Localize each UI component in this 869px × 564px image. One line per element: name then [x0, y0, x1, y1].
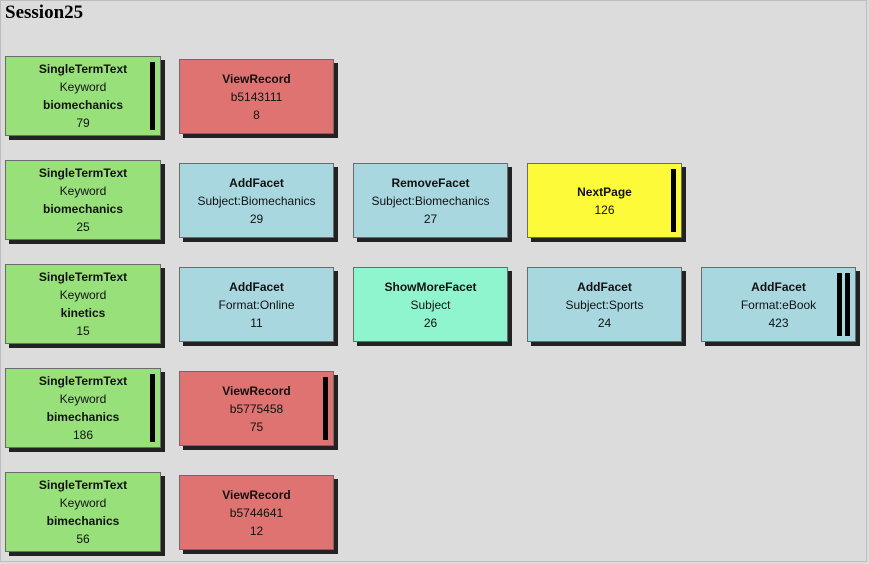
action-name: ViewRecord [222, 71, 291, 86]
action-name: ViewRecord [222, 383, 291, 398]
search-term: biomechanics [42, 202, 124, 216]
action-detail: Keyword [59, 80, 107, 94]
action-count: 75 [249, 419, 264, 434]
search-term: bimechanics [46, 514, 120, 528]
action-name: RemoveFacet [391, 175, 470, 190]
action-name: NextPage [577, 184, 632, 199]
end-marker [671, 169, 676, 232]
action-name: SingleTermText [38, 478, 128, 492]
action-name: AddFacet [751, 279, 806, 294]
action-detail: Keyword [59, 184, 107, 198]
action-node-nextpage: NextPage 126 [527, 163, 682, 238]
action-detail: Format:Online [218, 297, 295, 312]
action-node-viewrecord: ViewRecord b5775458 75 [179, 371, 334, 446]
action-count: 56 [76, 532, 90, 546]
action-count: 24 [597, 315, 612, 330]
action-detail: b5143111 [230, 89, 283, 104]
action-count: 15 [76, 324, 90, 338]
end-marker [837, 273, 850, 336]
action-detail: Keyword [59, 288, 107, 302]
action-name: AddFacet [577, 279, 632, 294]
search-term: biomechanics [42, 98, 124, 112]
action-detail: Subject [410, 297, 451, 312]
action-node-viewrecord: ViewRecord b5744641 12 [179, 475, 334, 550]
end-marker-bar [150, 374, 155, 442]
action-count: 25 [76, 220, 90, 234]
action-count: 29 [249, 211, 264, 226]
end-marker [150, 374, 155, 442]
action-name: AddFacet [229, 175, 284, 190]
end-marker-bar [150, 62, 155, 130]
end-marker-bar [845, 273, 850, 336]
end-marker-bar [837, 273, 842, 336]
end-marker [150, 62, 155, 130]
action-detail: Subject:Sports [565, 297, 644, 312]
action-count: 126 [594, 202, 615, 217]
action-detail: b5775458 [229, 401, 284, 416]
session-title: Session25 [5, 2, 84, 23]
action-count: 423 [768, 315, 789, 330]
action-detail: Keyword [59, 496, 107, 510]
action-detail: Subject:Biomechanics [371, 193, 490, 208]
action-count: 186 [72, 428, 94, 442]
action-name: SingleTermText [38, 374, 128, 388]
action-count: 11 [250, 315, 263, 330]
search-term: bimechanics [46, 410, 120, 424]
action-count: 26 [423, 315, 438, 330]
action-detail: Keyword [59, 392, 107, 406]
action-count: 27 [423, 211, 438, 226]
action-count: 79 [76, 116, 90, 130]
action-count: 8 [253, 107, 260, 122]
action-detail: b5744641 [229, 505, 284, 520]
action-count: 12 [249, 523, 264, 538]
action-name: ViewRecord [222, 487, 291, 502]
action-name: AddFacet [229, 279, 284, 294]
end-marker-bar [671, 169, 676, 232]
action-name: SingleTermText [38, 166, 128, 180]
action-detail: Format:eBook [740, 297, 817, 312]
action-name: ShowMoreFacet [384, 279, 477, 294]
end-marker-bar [323, 377, 328, 440]
search-term: kinetics [60, 306, 106, 320]
action-name: SingleTermText [38, 270, 128, 284]
end-marker [323, 377, 328, 440]
action-name: SingleTermText [38, 62, 128, 76]
action-detail: Subject:Biomechanics [197, 193, 316, 208]
action-node-viewrecord: ViewRecord b5143111 8 [179, 59, 334, 134]
